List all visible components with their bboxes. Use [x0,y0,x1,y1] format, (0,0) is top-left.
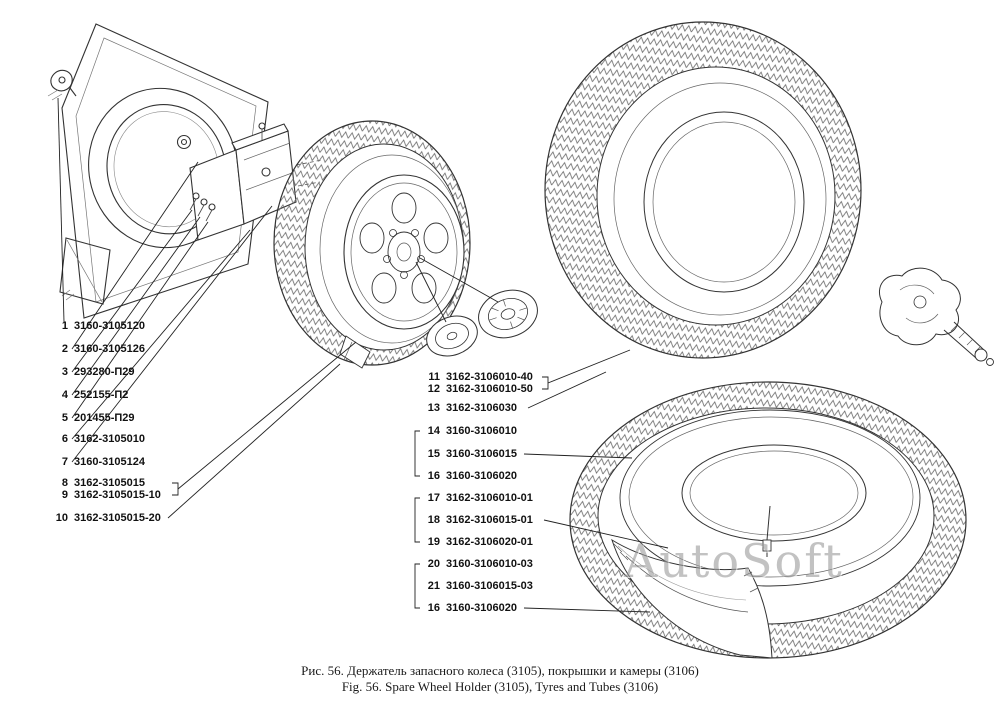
leader-lines [57,97,669,613]
callout-number: 9 [61,489,68,501]
callout-left-5: 5 201455-П29 [52,412,135,424]
callout-number: 12 [427,383,440,395]
wheel-cap-small [426,315,478,357]
callout-number: 18 [427,514,440,526]
callout-left-6: 6 3162-3105010 [52,433,145,445]
callout-number: 17 [427,492,440,504]
callout-part-number: 201455-П29 [74,412,135,424]
callout-mid-21: 21 3160-3106015-03 [422,580,533,592]
callout-number: 5 [61,412,68,424]
callout-number: 19 [427,536,440,548]
callout-left-2: 2 3160-3105126 [52,343,145,355]
callout-part-number: 3160-3106015-03 [446,580,533,592]
callout-left-9: 9 3162-3105015-10 [52,489,161,501]
alloy-wheel [273,120,471,369]
callout-mid-16b: 16 3160-3106020 [422,602,517,614]
callout-mid-19: 19 3162-3106020-01 [422,536,533,548]
callout-part-number: 3160-3105124 [74,456,145,468]
callout-part-number: 252155-П2 [74,389,129,401]
callout-left-3: 3 293280-П29 [52,366,135,378]
callout-left-8: 8 3162-3105015 [52,477,145,489]
callout-number: 15 [427,448,440,460]
callout-part-number: 3162-3105015-20 [74,512,161,524]
callout-part-number: 3160-3106015 [446,448,517,460]
callout-left-4: 4 252155-П2 [52,389,129,401]
callout-mid-14: 14 3160-3106010 [422,425,517,437]
callout-part-number: 3162-3106030 [446,402,517,414]
watermark: AutoSoft [624,534,844,588]
tube-valve [766,505,771,541]
valve-assembly [879,267,994,366]
callout-number: 10 [55,512,68,524]
wheel-clamp [339,335,371,369]
callout-number: 14 [427,425,440,437]
callout-mid-17: 17 3162-3106010-01 [422,492,533,504]
tyre-top [544,21,862,359]
callout-left-7: 7 3160-3105124 [52,456,145,468]
callout-part-number: 3160-3106020 [446,470,517,482]
callout-number: 21 [427,580,440,592]
callout-number: 6 [61,433,68,445]
callout-mid-11: 11 3162-3106010-40 [422,371,533,383]
callout-mid-12: 12 3162-3106010-50 [422,383,533,395]
callout-part-number: 3160-3105120 [74,320,145,332]
callout-number: 16 [427,602,440,614]
hold-down-hook [47,69,77,101]
spare-wheel-well-panel [59,23,269,319]
callout-part-number: 3162-3106010-40 [446,371,533,383]
callout-part-number: 3162-3106020-01 [446,536,533,548]
caption-russian: Рис. 56. Держатель запасного колеса (310… [301,663,699,678]
caption-english: Fig. 56. Spare Wheel Holder (3105), Tyre… [341,679,659,694]
callout-part-number: 3162-3106010-50 [446,383,533,395]
callout-left-10: 10 3162-3105015-20 [52,512,161,524]
callout-number: 20 [427,558,440,570]
callout-part-number: 3162-3105015 [74,477,145,489]
callout-number: 3 [61,366,68,378]
callout-part-number: 3160-3106010 [446,425,517,437]
callout-number: 11 [428,371,440,383]
callout-mid-15: 15 3160-3106015 [422,448,517,460]
tyre-bottom-with-tube [569,381,967,659]
callout-part-number: 3162-3105015-10 [74,489,161,501]
callout-number: 1 [61,320,68,332]
callout-part-number: 293280-П29 [74,366,135,378]
callout-part-number: 3160-3105126 [74,343,145,355]
callout-part-number: 3160-3106020 [446,602,517,614]
figure-caption: Рис. 56. Держатель запасного колеса (310… [0,663,1000,695]
callout-mid-13: 13 3162-3106030 [422,402,517,414]
wheel-cap-large [478,289,538,339]
callout-number: 7 [61,456,68,468]
callout-mid-18: 18 3162-3106015-01 [422,514,533,526]
callout-part-number: 3162-3105010 [74,433,145,445]
callout-left-1: 1 3160-3105120 [52,320,145,332]
callout-part-number: 3160-3106010-03 [446,558,533,570]
callout-number: 4 [61,389,68,401]
callout-number: 16 [427,470,440,482]
callout-part-number: 3162-3106015-01 [446,514,533,526]
callout-number: 13 [427,402,440,414]
callout-number: 2 [61,343,68,355]
callout-mid-16: 16 3160-3106020 [422,470,517,482]
callout-part-number: 3162-3106010-01 [446,492,533,504]
callout-number: 8 [61,477,68,489]
callout-mid-20: 20 3160-3106010-03 [422,558,533,570]
